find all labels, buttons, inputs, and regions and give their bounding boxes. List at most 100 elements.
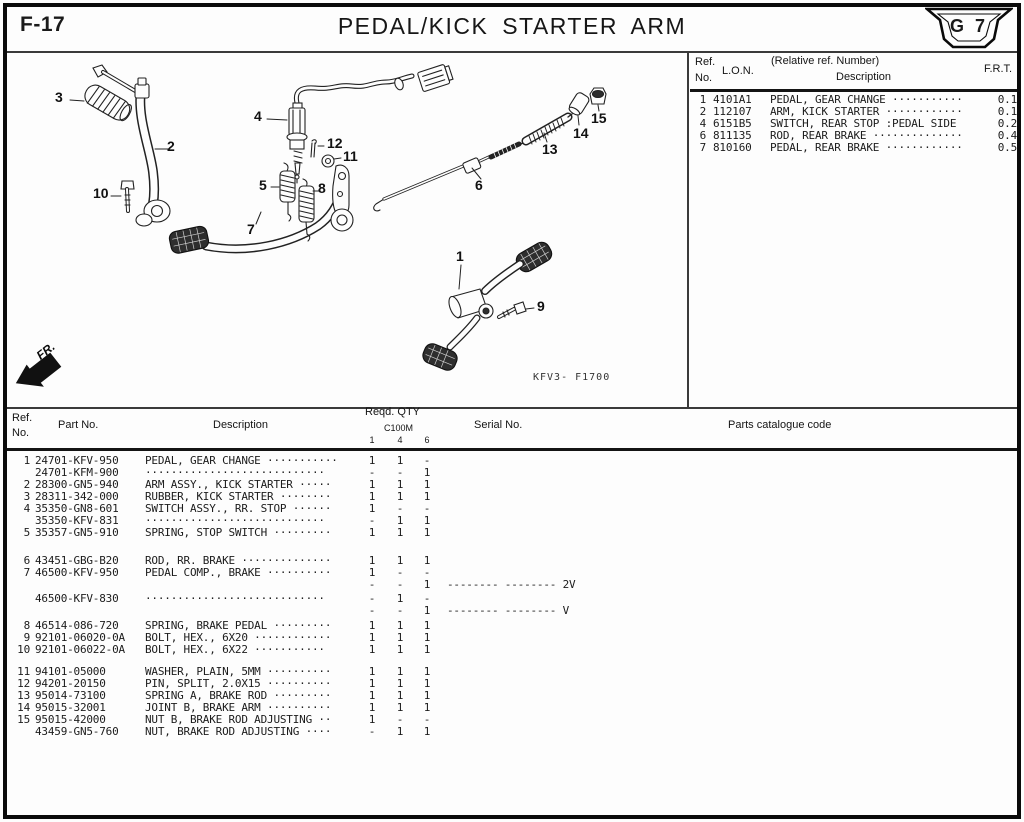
parts-q: - bbox=[423, 713, 431, 726]
parts-part: 35350-GN8-601 bbox=[35, 502, 119, 515]
ref-frt: 0.2 bbox=[997, 117, 1017, 130]
parts-part: 95014-73100 bbox=[35, 689, 106, 702]
ref-table-header-rule bbox=[690, 89, 1017, 92]
callout-leaders bbox=[69, 99, 600, 310]
parts-q: - bbox=[368, 578, 376, 591]
parts-q: 1 bbox=[396, 689, 404, 702]
fr-arrow bbox=[15, 352, 62, 387]
parts-q: 1 bbox=[396, 701, 404, 714]
plate-number: G 7 bbox=[949, 16, 988, 36]
parts-q: 1 bbox=[423, 725, 431, 738]
parts-desc: SPRING, STOP SWITCH ········· bbox=[145, 526, 332, 539]
parts-q: 1 bbox=[368, 490, 376, 503]
adjusting-nut-drawing bbox=[589, 87, 607, 105]
parts-ref: 1 bbox=[23, 454, 31, 467]
parts-part: 28300-GN5-940 bbox=[35, 478, 119, 491]
callout-2: 2 bbox=[167, 138, 175, 154]
callout-13: 13 bbox=[542, 141, 558, 157]
ref-ref: 2 bbox=[699, 105, 707, 118]
parts-part: 95015-32001 bbox=[35, 701, 106, 714]
parts-serial: -------- -------- 2V bbox=[447, 578, 576, 591]
parts-q: 1 bbox=[423, 526, 431, 539]
ref-lon: 4101A1 bbox=[713, 93, 752, 106]
parts-desc: ROD, RR. BRAKE ·············· bbox=[145, 554, 332, 567]
parts-q: 1 bbox=[423, 631, 431, 644]
parts-header-description: Description bbox=[213, 419, 269, 431]
parts-q: 1 bbox=[368, 689, 376, 702]
parts-q: 1 bbox=[396, 490, 404, 503]
parts-desc: PEDAL, GEAR CHANGE ··········· bbox=[145, 454, 338, 467]
parts-q: 1 bbox=[396, 554, 404, 567]
parts-desc: BOLT, HEX., 6X20 ············ bbox=[145, 631, 332, 644]
parts-ref: 4 bbox=[23, 502, 31, 515]
parts-header-col1: 1 bbox=[369, 435, 375, 445]
parts-q: 1 bbox=[396, 643, 404, 656]
parts-q: - bbox=[423, 454, 431, 467]
parts-q: 1 bbox=[396, 478, 404, 491]
parts-desc: ARM ASSY., KICK STARTER ····· bbox=[145, 478, 332, 491]
parts-ref: 13 bbox=[17, 689, 30, 702]
parts-q: 1 bbox=[423, 490, 431, 503]
parts-part: 43459-GN5-760 bbox=[35, 725, 119, 738]
parts-q: 1 bbox=[368, 478, 376, 491]
ref-frt: 0.4 bbox=[997, 129, 1017, 142]
parts-desc: SWITCH ASSY., RR. STOP ······ bbox=[145, 502, 332, 515]
parts-part: 28311-342-000 bbox=[35, 490, 119, 503]
ref-desc: ARM, KICK STARTER ············ bbox=[770, 105, 963, 118]
parts-q: 1 bbox=[368, 665, 376, 678]
parts-q: 1 bbox=[396, 592, 404, 605]
parts-desc: JOINT B, BRAKE ARM ·········· bbox=[145, 701, 332, 714]
plate-badge-shape bbox=[923, 7, 1015, 49]
ref-frt: 0.5 bbox=[997, 141, 1017, 154]
callout-11: 11 bbox=[343, 148, 358, 164]
parts-q: 1 bbox=[423, 689, 431, 702]
parts-q: 1 bbox=[368, 526, 376, 539]
ref-lon: 811135 bbox=[713, 129, 752, 142]
parts-part: 92101-06020-0A bbox=[35, 631, 125, 644]
parts-part: 43451-GBG-B20 bbox=[35, 554, 119, 567]
parts-q: 1 bbox=[368, 619, 376, 632]
kick-pedal-bolt-drawing bbox=[92, 64, 139, 94]
parts-header-col4: 4 bbox=[397, 435, 403, 445]
callout-7: 7 bbox=[247, 221, 255, 237]
parts-header-serial: Serial No. bbox=[474, 419, 523, 431]
ref-table-header-description: Description bbox=[836, 71, 892, 83]
parts-q: - bbox=[423, 566, 431, 579]
ref-lon: 810160 bbox=[713, 141, 752, 154]
parts-q: 1 bbox=[368, 713, 376, 726]
parts-header-catalogue: Parts catalogue code bbox=[728, 419, 832, 431]
panel-divider bbox=[687, 53, 689, 407]
parts-ref: 12 bbox=[17, 677, 30, 690]
ref-table-header-lon: L.O.N. bbox=[722, 65, 754, 77]
parts-q: 1 bbox=[396, 619, 404, 632]
parts-diagram bbox=[15, 64, 607, 387]
parts-part: 95015-42000 bbox=[35, 713, 106, 726]
table-divider bbox=[7, 407, 1017, 409]
parts-q: - bbox=[423, 592, 431, 605]
brake-arm-joint-drawing bbox=[568, 92, 590, 116]
parts-q: 1 bbox=[423, 677, 431, 690]
parts-q: 1 bbox=[396, 454, 404, 467]
parts-part: 35350-KFV-831 bbox=[35, 514, 119, 527]
parts-q: 1 bbox=[368, 701, 376, 714]
ref-ref: 7 bbox=[699, 141, 707, 154]
kick-rubber-drawing bbox=[84, 84, 132, 122]
parts-part: 92101-06022-0A bbox=[35, 643, 125, 656]
parts-header-col6: 6 bbox=[424, 435, 430, 445]
parts-desc: WASHER, PLAIN, 5MM ·········· bbox=[145, 665, 332, 678]
parts-q: 1 bbox=[368, 554, 376, 567]
parts-header-rule bbox=[7, 448, 1017, 451]
callout-3: 3 bbox=[55, 89, 63, 105]
